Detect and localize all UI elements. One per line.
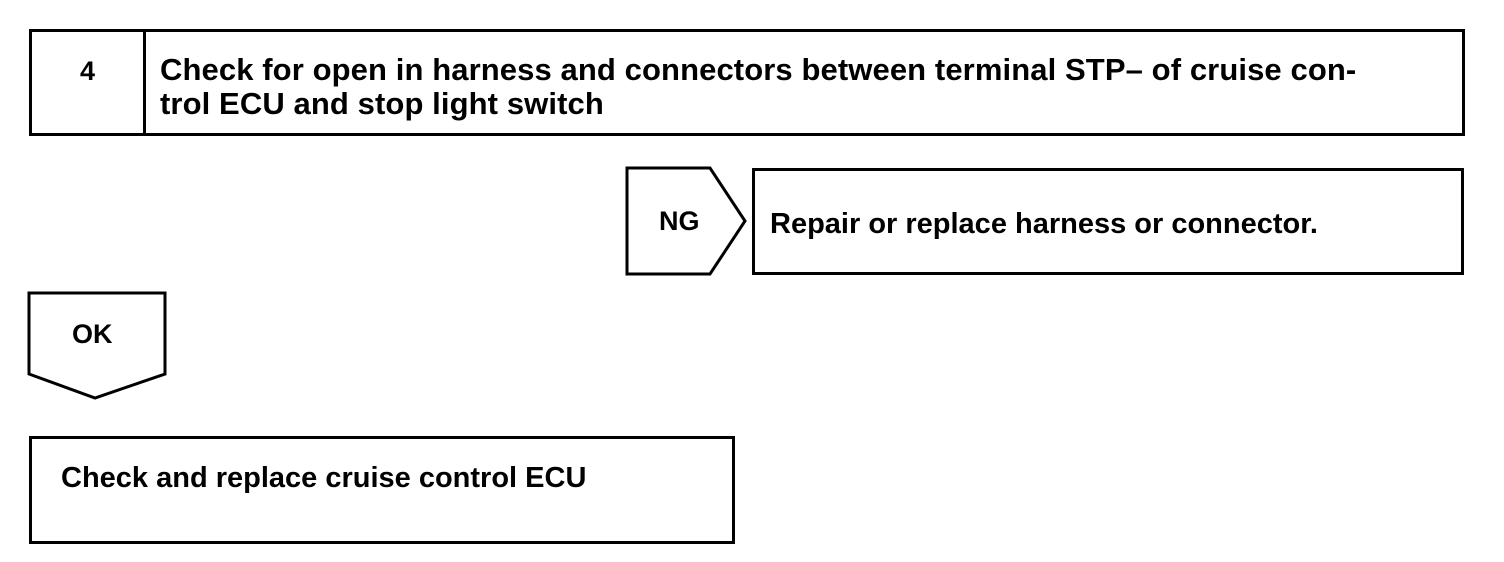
ng-action-text: Repair or replace harness or connector. xyxy=(770,208,1318,240)
step-title-box: Check for open in harness and connectors… xyxy=(143,29,1465,136)
ok-arrow-shape xyxy=(27,291,167,400)
step-title-line-2: trol ECU and stop light switch xyxy=(160,86,604,121)
ok-action-box: Check and replace cruise control ECU xyxy=(29,436,735,544)
ng-action-box: Repair or replace harness or connector. xyxy=(752,168,1464,275)
ng-label: NG xyxy=(659,206,700,236)
step-title-line-1: Check for open in harness and connectors… xyxy=(160,52,1357,87)
ok-label: OK xyxy=(72,319,113,349)
step-number: 4 xyxy=(79,56,96,86)
ok-action-text: Check and replace cruise control ECU xyxy=(61,462,587,494)
ng-arrow-shape xyxy=(625,166,747,276)
step-number-box: 4 xyxy=(29,29,146,136)
